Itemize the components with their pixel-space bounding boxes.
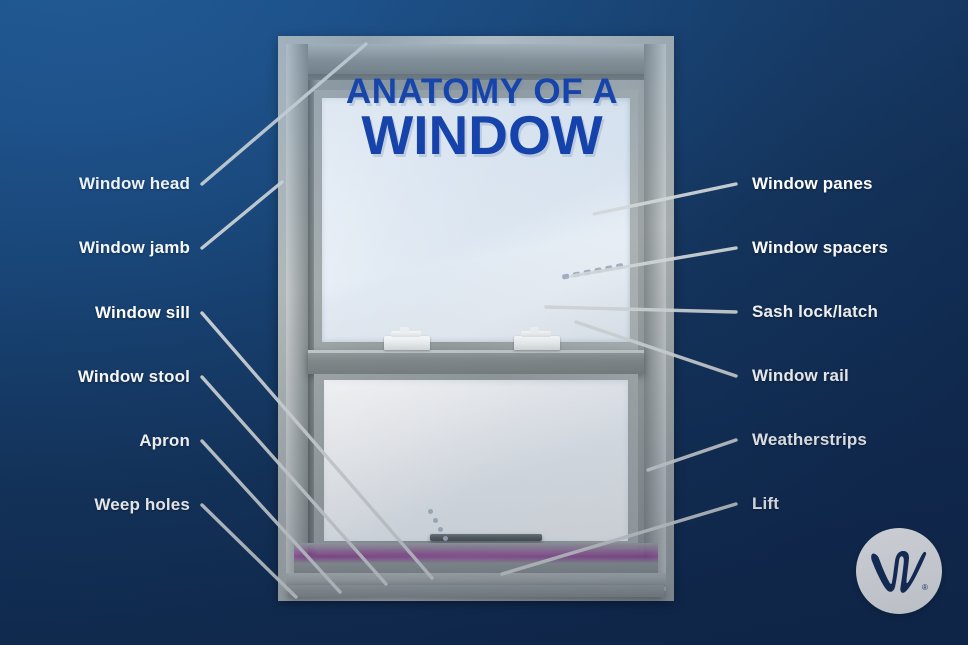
- label-sash-lock-latch: Sash lock/latch: [752, 302, 879, 321]
- label-window-head: Window head: [78, 174, 190, 193]
- title-line-1: ANATOMY OF A: [345, 72, 619, 111]
- label-window-stool: Window stool: [77, 367, 190, 386]
- apron-part: [288, 585, 664, 597]
- window-illustration: ANATOMY OF A WINDOW: [278, 36, 674, 601]
- logo-w-icon: ®: [871, 550, 928, 593]
- label-window-panes: Window panes: [752, 174, 873, 193]
- upper-window-pane: [322, 98, 630, 342]
- label-weatherstrips: Weatherstrips: [752, 430, 868, 449]
- window-rail-part: [308, 350, 644, 374]
- lower-window-pane: [324, 380, 628, 541]
- leader-window-jamb: [200, 180, 284, 250]
- logo-circle: [856, 528, 942, 614]
- label-apron: Apron: [139, 431, 190, 450]
- sash-lock-right-part: [514, 327, 560, 350]
- window-jamb-left-part: [286, 44, 308, 591]
- label-window-jamb: Window jamb: [78, 238, 190, 257]
- page-title: ANATOMY OF A WINDOW: [318, 72, 646, 167]
- lift-handle-part: [430, 534, 542, 541]
- window-head-part: [286, 44, 666, 74]
- label-window-sill: Window sill: [95, 303, 190, 322]
- brand-logo: ®: [856, 528, 942, 614]
- label-window-spacers: Window spacers: [752, 238, 889, 257]
- sash-lock-left-part: [384, 327, 430, 350]
- title-line-2: WINDOW: [361, 104, 603, 167]
- label-window-rail: Window rail: [752, 366, 849, 385]
- label-weep-holes: Weep holes: [94, 495, 190, 514]
- logo-registered-mark: ®: [922, 583, 928, 592]
- rail-highlight: [308, 350, 644, 353]
- window-sill-part: [294, 543, 658, 577]
- window-jamb-right-part: [644, 44, 666, 591]
- lower-sash: [314, 374, 638, 549]
- label-lift: Lift: [752, 494, 780, 513]
